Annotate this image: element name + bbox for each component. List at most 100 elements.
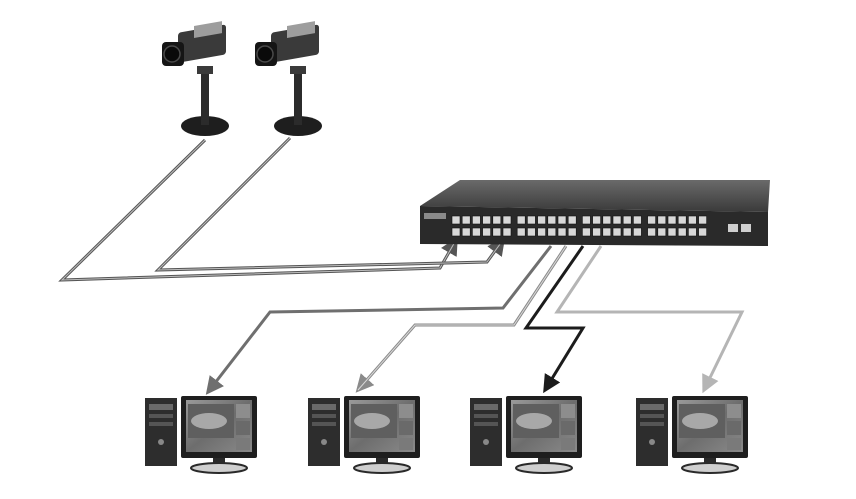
switch-port xyxy=(592,215,601,225)
switch-port xyxy=(557,215,567,225)
camera-pole xyxy=(294,70,302,125)
video-thumbnail xyxy=(727,421,741,435)
camera-mount xyxy=(290,66,306,74)
workstation-2 xyxy=(308,396,420,474)
video-thumbnail xyxy=(399,421,413,435)
drive-bay xyxy=(640,422,664,426)
power-icon xyxy=(649,439,655,445)
monitor-stand xyxy=(190,462,248,474)
drive-bay xyxy=(474,414,498,418)
switch-port xyxy=(667,215,677,225)
video-feed-subject xyxy=(682,413,718,429)
switch-port xyxy=(482,227,491,237)
switch-top xyxy=(420,180,770,212)
drive-bay xyxy=(149,414,173,418)
switch-port xyxy=(461,227,471,237)
switch-port xyxy=(516,215,526,225)
switch-port xyxy=(557,227,567,237)
drive-bay xyxy=(149,422,173,426)
power-icon xyxy=(158,439,164,445)
switch-port xyxy=(492,215,502,225)
drive-bay xyxy=(149,404,173,410)
camera-top-panel xyxy=(194,21,222,39)
video-thumbnail xyxy=(561,421,575,435)
switch-port xyxy=(472,227,481,237)
switch-port xyxy=(482,215,491,225)
video-thumbnail xyxy=(727,404,741,418)
monitor-stand xyxy=(353,462,411,474)
drive-bay xyxy=(312,422,336,426)
switch-port xyxy=(657,227,667,237)
monitor-stand xyxy=(681,462,739,474)
camera-2 xyxy=(255,21,322,136)
switch-port xyxy=(667,227,677,237)
video-thumbnail xyxy=(236,438,250,450)
switch-port xyxy=(461,215,471,225)
monitor-neck xyxy=(538,458,550,464)
switch-port xyxy=(633,227,642,237)
video-thumbnail xyxy=(236,404,250,418)
switch-port xyxy=(451,215,461,225)
drive-bay xyxy=(640,414,664,418)
switch-port xyxy=(502,215,512,225)
power-icon xyxy=(321,439,327,445)
switch-port xyxy=(602,227,612,237)
monitor-neck xyxy=(213,458,225,464)
camera-lens-icon xyxy=(163,45,181,63)
link-workstation-1 xyxy=(205,245,553,395)
workstation-1 xyxy=(145,396,257,474)
uplink-port xyxy=(741,224,751,232)
workstations xyxy=(145,396,748,474)
video-thumbnail xyxy=(399,404,413,418)
switch-port xyxy=(612,215,622,225)
switch-front xyxy=(420,206,768,246)
video-thumbnail xyxy=(561,438,575,450)
video-thumbnail xyxy=(561,404,575,418)
workstation-links xyxy=(205,245,745,395)
video-thumbnail xyxy=(727,438,741,450)
switch-port xyxy=(602,215,612,225)
camera-1 xyxy=(162,21,229,136)
switch-port xyxy=(622,215,632,225)
camera-links xyxy=(58,136,506,282)
switch-port xyxy=(698,227,707,237)
switch-port xyxy=(647,227,656,237)
monitor-neck xyxy=(704,458,716,464)
workstation-4 xyxy=(636,396,748,474)
camera-pole xyxy=(201,70,209,125)
switch-port xyxy=(582,215,591,225)
camera-lens-icon xyxy=(256,45,274,63)
switch-port xyxy=(567,215,577,225)
switch-port xyxy=(547,227,557,237)
switch-port xyxy=(527,227,536,237)
switch-port xyxy=(633,215,642,225)
drive-bay xyxy=(312,404,336,410)
switch-port xyxy=(647,215,656,225)
camera-base xyxy=(181,116,229,136)
switch-port xyxy=(492,227,502,237)
power-icon xyxy=(483,439,489,445)
switch-port xyxy=(516,227,526,237)
network-switch xyxy=(420,180,770,246)
link-camera-1-inner xyxy=(60,139,457,281)
drive-bay xyxy=(474,422,498,426)
switch-port xyxy=(582,227,591,237)
drive-bay xyxy=(312,414,336,418)
camera-base xyxy=(274,116,322,136)
link-workstation-3 xyxy=(523,245,586,394)
switch-port xyxy=(547,215,557,225)
switch-port xyxy=(592,227,601,237)
camera-top-panel xyxy=(287,21,315,39)
drive-bay xyxy=(474,404,498,410)
video-feed-subject xyxy=(191,413,227,429)
switch-port xyxy=(677,227,687,237)
switch-port xyxy=(472,215,481,225)
camera-mount xyxy=(197,66,213,74)
switch-label-plate xyxy=(424,213,446,219)
switch-port xyxy=(677,215,687,225)
switch-port xyxy=(612,227,622,237)
switch-port xyxy=(688,215,697,225)
link-workstation-2-inner xyxy=(357,245,567,391)
